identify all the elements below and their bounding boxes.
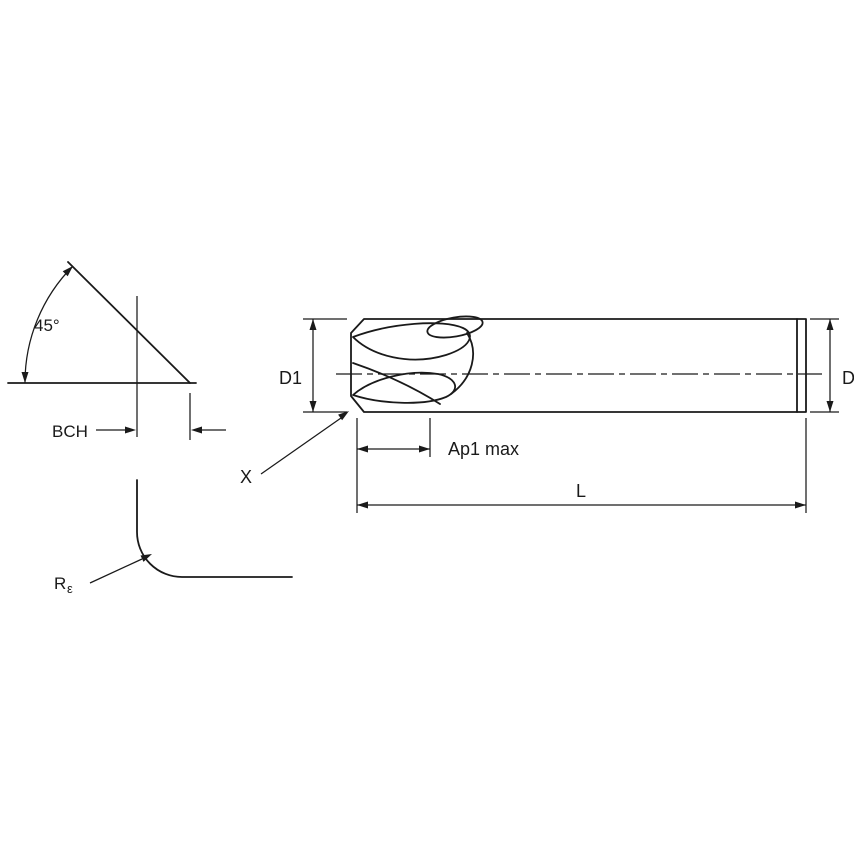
d-label: D [842,368,854,388]
flute-upper-lobe [352,322,471,361]
corner-radius-subscript: ε [67,581,73,596]
d-dimension: D [810,318,854,413]
arrowhead [338,411,349,421]
arrowhead [140,554,152,562]
flute-helix-margin [426,315,484,339]
arrowhead [21,372,29,383]
angle-label: 45° [34,316,60,335]
arrowhead [419,445,430,453]
x-label: X [240,467,252,487]
corner-radius-label: R [54,574,66,593]
arrowhead [826,319,834,330]
bch-dimension: BCH [52,422,226,441]
end-mill-body [336,315,822,413]
bch-label: BCH [52,422,88,441]
corner-radius-profile [136,479,293,578]
l-dimension: L [357,418,807,513]
x-callout: X [240,411,349,487]
ap1-dimension: Ap1 max [356,418,519,513]
angle-arc [24,265,74,384]
arrowhead [357,501,368,509]
arrowhead [357,445,368,453]
flute-runout-curve [450,332,474,395]
chamfer-angle-detail: 45° [7,261,197,440]
arrowhead [826,401,834,412]
corner-radius-detail: R ε [54,479,293,596]
flute-lower-lobe [352,371,456,404]
end-tooth-edge [352,362,441,405]
d1-label: D1 [279,368,302,388]
ap1-label: Ap1 max [448,439,519,459]
arrowhead [125,426,136,434]
arrowhead [309,319,317,330]
arrowhead [191,426,202,434]
chamfer-diagonal-line [67,261,191,384]
arrowhead [309,401,317,412]
x-leader-line [260,417,342,475]
l-label: L [576,481,586,501]
arrowhead [62,266,73,277]
corner-radius-leader-line [89,558,143,584]
tool-silhouette [350,318,807,413]
arrowhead [795,501,806,509]
d1-dimension: D1 [279,318,347,413]
